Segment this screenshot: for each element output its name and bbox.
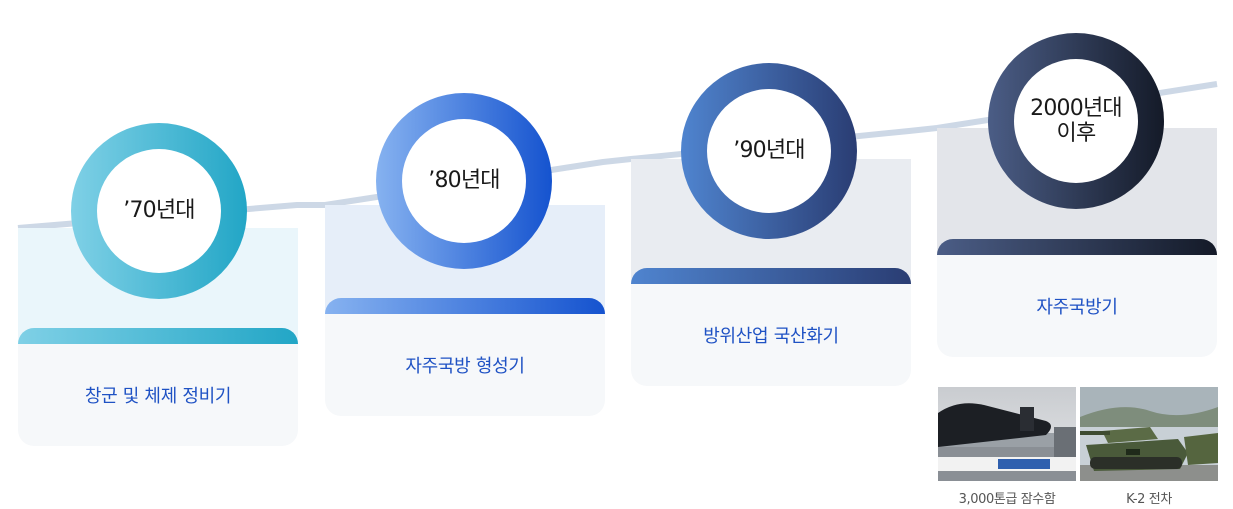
era-label-2000s-line1: 2000년대 bbox=[1030, 95, 1122, 121]
submarine-photo bbox=[938, 387, 1076, 481]
era-bar-90s bbox=[631, 268, 911, 284]
era-ring-70s: ’70년대 bbox=[71, 123, 247, 299]
tank-caption: K-2 전차 bbox=[1126, 492, 1172, 507]
submarine-icon bbox=[938, 387, 1076, 481]
era-card-80s: 자주국방 형성기 bbox=[325, 298, 605, 416]
era-card-70s: 창군 및 체제 정비기 bbox=[18, 328, 298, 446]
era-label-90s: ’90년대 bbox=[733, 138, 805, 164]
era-label-70s: ’70년대 bbox=[123, 198, 195, 224]
era-label-80s: ’80년대 bbox=[428, 168, 500, 194]
tank-icon bbox=[1080, 387, 1218, 481]
era-stage-2000s: 자주국방기 bbox=[1036, 297, 1118, 318]
era-ring-90s: ’90년대 bbox=[681, 63, 857, 239]
era-stage-70s: 창군 및 체제 정비기 bbox=[84, 386, 232, 407]
era-label-2000s-line2: 이후 bbox=[1056, 121, 1097, 146]
era-ring-2000s: 2000년대 이후 bbox=[988, 33, 1164, 209]
era-ring-80s: ’80년대 bbox=[376, 93, 552, 269]
submarine-caption: 3,000톤급 잠수함 bbox=[958, 492, 1056, 507]
era-stage-90s: 방위산업 국산화기 bbox=[703, 326, 839, 347]
tank-photo bbox=[1080, 387, 1218, 481]
era-label-2000s: 2000년대 이후 bbox=[1030, 96, 1122, 147]
era-bar-80s bbox=[325, 298, 605, 314]
era-card-2000s: 자주국방기 bbox=[937, 239, 1217, 357]
era-card-90s: 방위산업 국산화기 bbox=[631, 268, 911, 386]
era-stage-80s: 자주국방 형성기 bbox=[405, 356, 525, 377]
era-bar-70s bbox=[18, 328, 298, 344]
era-bar-2000s bbox=[937, 239, 1217, 255]
